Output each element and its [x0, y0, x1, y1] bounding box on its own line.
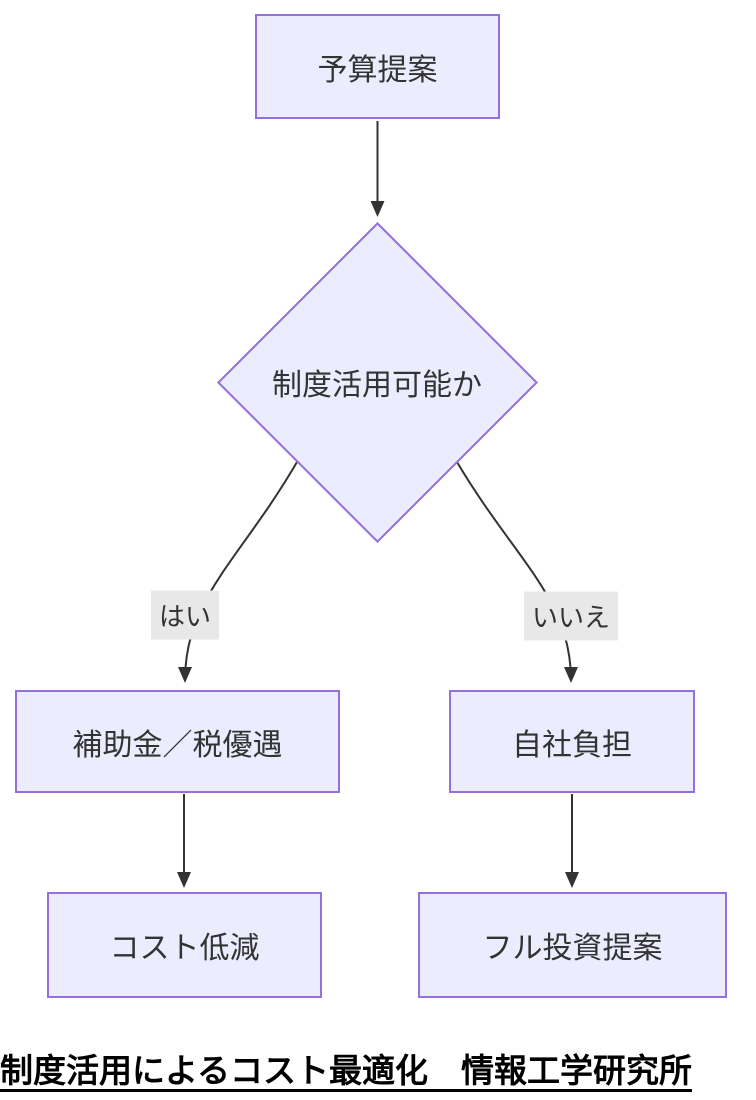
- node-self-funded: 自社負担: [449, 690, 695, 793]
- node-full-investment-proposal-label: フル投資提案: [482, 931, 663, 966]
- edge-decision-to-self-funded: [456, 461, 578, 683]
- edge-decision-to-subsidy: [178, 461, 298, 683]
- node-cost-reduction-label: コスト低減: [109, 931, 260, 966]
- node-cost-reduction: コスト低減: [47, 892, 322, 998]
- node-budget-proposal-label: 予算提案: [317, 52, 438, 88]
- diagram-caption: 制度活用によるコスト最適化 情報工学研究所: [0, 1051, 693, 1090]
- decision-diamond-label: 制度活用可能か: [272, 368, 482, 403]
- node-subsidy-tax-incentive-label: 補助金／税優遇: [72, 727, 283, 763]
- node-budget-proposal: 予算提案: [255, 14, 500, 119]
- node-self-funded-label: 自社負担: [512, 727, 632, 763]
- edge-label-no: いいえ: [523, 591, 619, 641]
- edge-label-yes: はい: [150, 590, 220, 640]
- node-subsidy-tax-incentive: 補助金／税優遇: [15, 690, 340, 793]
- node-full-investment-proposal: フル投資提案: [418, 892, 727, 998]
